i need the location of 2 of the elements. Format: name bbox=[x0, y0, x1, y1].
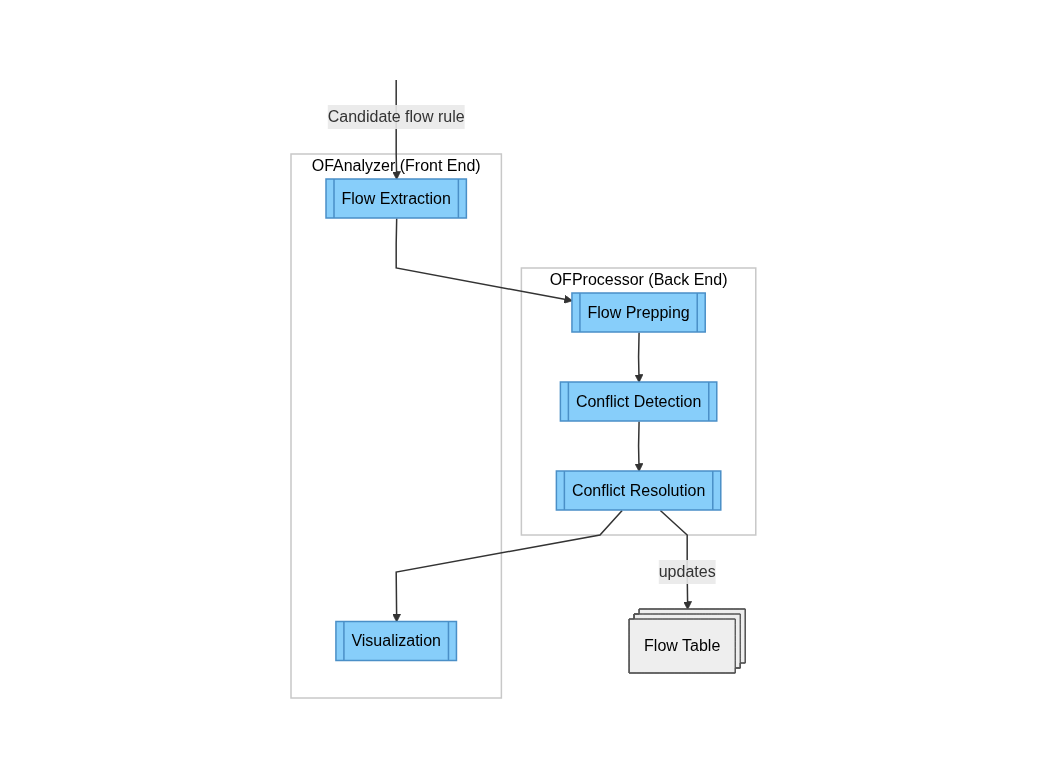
edge-label: updates bbox=[658, 563, 716, 580]
edge-label: Candidate flow rule bbox=[327, 108, 465, 125]
